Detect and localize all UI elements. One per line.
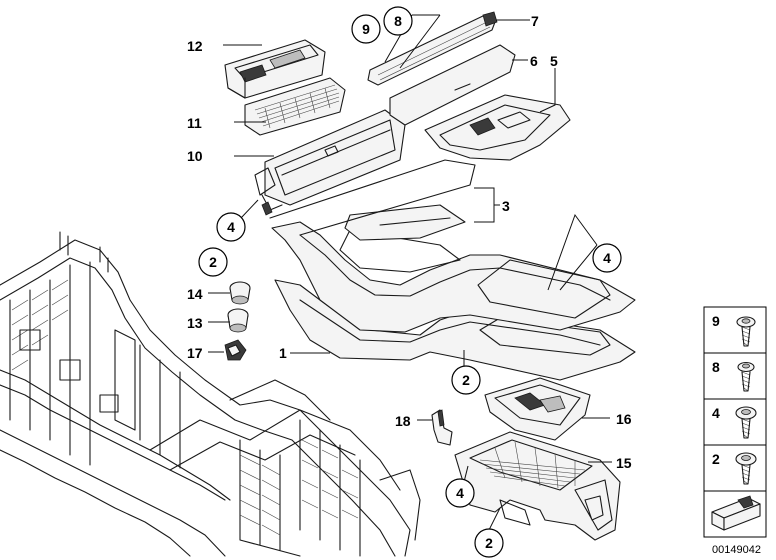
callout-7: 7 [531, 13, 539, 29]
legend-label-2: 2 [712, 451, 720, 467]
screw-icon [735, 406, 757, 439]
circled-callout-4-b: 4 [592, 243, 622, 273]
box-symbol-icon [711, 495, 761, 531]
part-13-cap [227, 308, 249, 333]
part-5-front-cover [424, 94, 571, 161]
part-15-storage-box [454, 431, 621, 541]
callout-5: 5 [550, 53, 558, 69]
svg-text:4: 4 [603, 250, 611, 266]
diagram-id: 00149042 [712, 544, 761, 556]
svg-text:2: 2 [462, 372, 470, 388]
callout-16: 16 [616, 411, 632, 427]
console-support-frame [0, 231, 421, 557]
part-16-tray [484, 377, 591, 441]
fastener-legend: 9 8 4 2 [703, 306, 767, 538]
part-3-console-trim [269, 159, 636, 333]
part-7-trim-bar [367, 11, 498, 86]
circled-callout-2-b: 2 [451, 365, 481, 395]
callout-15: 15 [616, 455, 632, 471]
circled-callout-4-c: 4 [445, 478, 475, 508]
callout-13: 13 [187, 315, 203, 331]
svg-text:2: 2 [209, 254, 217, 270]
legend-label-8: 8 [712, 359, 720, 375]
callout-14: 14 [187, 286, 203, 302]
svg-text:8: 8 [394, 13, 402, 29]
screw-icon [735, 452, 757, 485]
callout-3: 3 [502, 198, 510, 214]
svg-text:9: 9 [362, 21, 370, 37]
callout-labels: 12 11 10 7 6 5 3 1 14 13 17 18 16 15 [187, 13, 632, 471]
callout-12: 12 [187, 38, 203, 54]
part-12-ashtray-insert [224, 39, 326, 99]
circled-callout-2-a: 2 [198, 247, 228, 277]
circled-callout-4-a: 4 [216, 212, 246, 242]
screw-icon [737, 361, 755, 392]
part-10-ashtray-unit [254, 109, 406, 216]
leader-lines [208, 14, 612, 533]
callout-10: 10 [187, 148, 203, 164]
circled-callout-8: 8 [383, 6, 413, 36]
part-14-cap [229, 281, 251, 305]
part-6-cover [389, 44, 516, 126]
legend-label-9: 9 [712, 313, 720, 329]
callout-11: 11 [187, 115, 202, 131]
part-17-clip [224, 339, 247, 361]
circled-callout-9: 9 [351, 14, 381, 44]
part-11-grille [244, 77, 346, 136]
callout-18: 18 [395, 413, 411, 429]
legend-label-4: 4 [712, 405, 720, 421]
circled-callout-2-c: 2 [474, 528, 504, 558]
callout-6: 6 [530, 53, 538, 69]
callout-1: 1 [279, 345, 287, 361]
screw-icon [736, 316, 756, 347]
callout-17: 17 [187, 345, 203, 361]
svg-text:2: 2 [485, 535, 493, 551]
svg-text:4: 4 [227, 219, 235, 235]
part-18-bracket [431, 409, 453, 446]
svg-text:4: 4 [456, 485, 464, 501]
